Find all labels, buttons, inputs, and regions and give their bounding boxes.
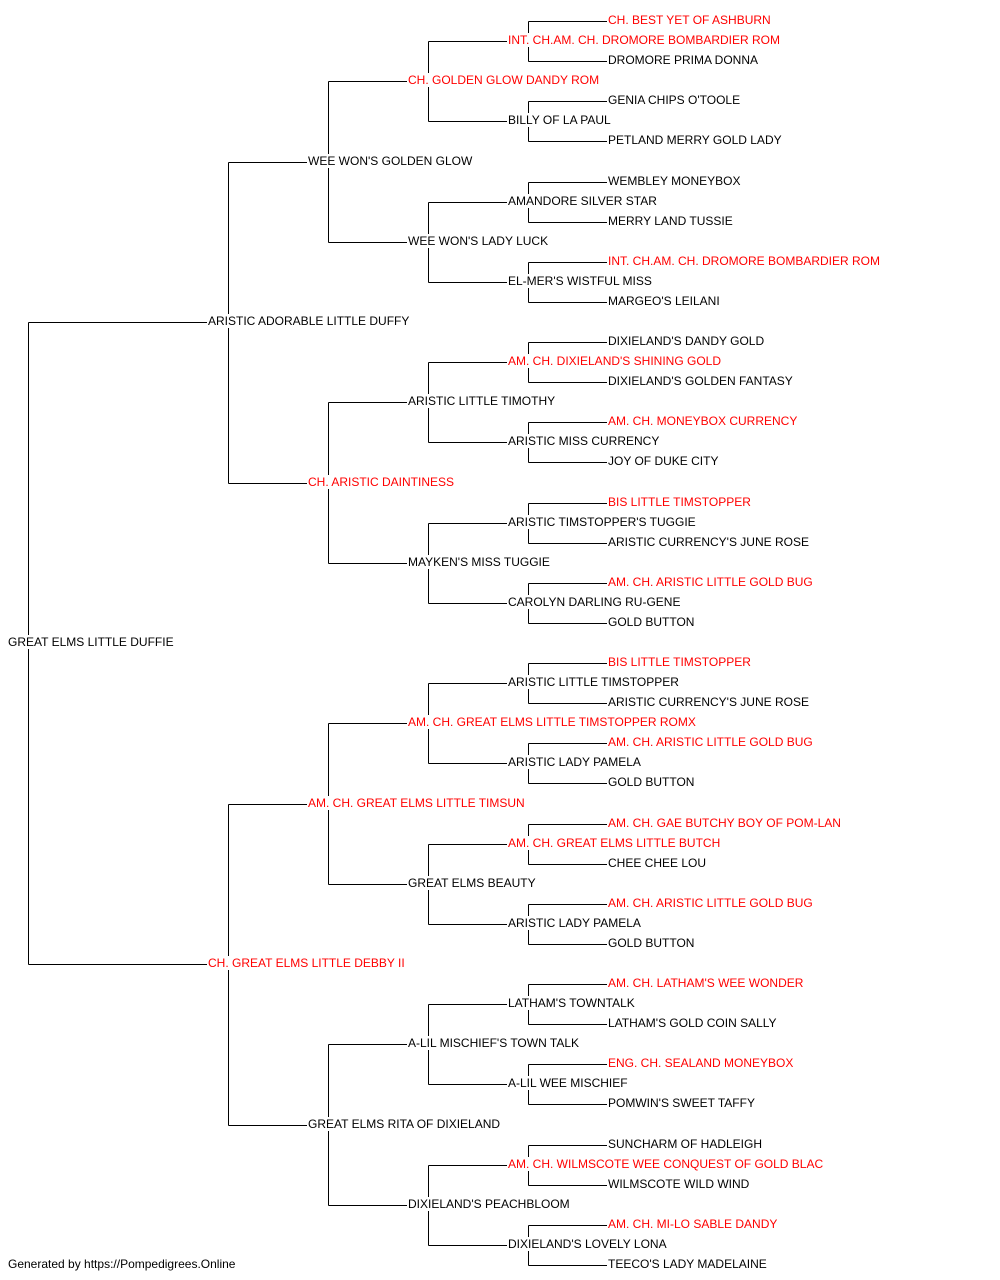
ancestor-name: WEE WON'S GOLDEN GLOW xyxy=(307,154,474,168)
footer-credit: Generated by https://Pompedigrees.Online xyxy=(8,1257,236,1271)
ancestor-name: GOLD BUTTON xyxy=(607,936,696,950)
ancestor-name: BIS LITTLE TIMSTOPPER xyxy=(607,495,752,509)
ancestor-name: SUNCHARM OF HADLEIGH xyxy=(607,1137,764,1151)
ancestor-name: POMWIN'S SWEET TAFFY xyxy=(607,1096,756,1110)
ancestor-name: WEMBLEY MONEYBOX xyxy=(607,174,742,188)
ancestor-name: ARISTIC LITTLE TIMOTHY xyxy=(407,394,557,408)
ancestor-name: CH. GOLDEN GLOW DANDY ROM xyxy=(407,73,601,87)
ancestor-name: JOY OF DUKE CITY xyxy=(607,454,720,468)
ancestor-name: CH. BEST YET OF ASHBURN xyxy=(607,13,772,27)
ancestor-name: WILMSCOTE WILD WIND xyxy=(607,1177,751,1191)
ancestor-name: ARISTIC LADY PAMELA xyxy=(507,916,642,930)
ancestor-name: AM. CH. GREAT ELMS LITTLE TIMSUN xyxy=(307,796,526,810)
ancestor-name: AM. CH. MONEYBOX CURRENCY xyxy=(607,414,799,428)
ancestor-name: LATHAM'S GOLD COIN SALLY xyxy=(607,1016,778,1030)
ancestor-name: ENG. CH. SEALAND MONEYBOX xyxy=(607,1056,795,1070)
ancestor-name: CAROLYN DARLING RU-GENE xyxy=(507,595,682,609)
ancestor-name: INT. CH.AM. CH. DROMORE BOMBARDIER ROM xyxy=(507,33,782,47)
ancestor-name: EL-MER'S WISTFUL MISS xyxy=(507,274,653,288)
ancestor-name: ARISTIC CURRENCY'S JUNE ROSE xyxy=(607,695,810,709)
ancestor-name: AM. CH. GAE BUTCHY BOY OF POM-LAN xyxy=(607,816,842,830)
ancestor-name: A-LIL MISCHIEF'S TOWN TALK xyxy=(407,1036,580,1050)
subject-dog-name: GREAT ELMS LITTLE DUFFIE xyxy=(7,635,175,649)
ancestor-name: ARISTIC TIMSTOPPER'S TUGGIE xyxy=(507,515,697,529)
ancestor-name: DIXIELAND'S LOVELY LONA xyxy=(507,1237,668,1251)
ancestor-name: GREAT ELMS BEAUTY xyxy=(407,876,537,890)
ancestor-name: ARISTIC ADORABLE LITTLE DUFFY xyxy=(207,314,411,328)
ancestor-name: MARGEO'S LEILANI xyxy=(607,294,721,308)
ancestor-name: TEECO'S LADY MADELAINE xyxy=(607,1257,768,1271)
ancestor-name: LATHAM'S TOWNTALK xyxy=(507,996,636,1010)
ancestor-name: DIXIELAND'S GOLDEN FANTASY xyxy=(607,374,794,388)
ancestor-name: PETLAND MERRY GOLD LADY xyxy=(607,133,783,147)
ancestor-name: MAYKEN'S MISS TUGGIE xyxy=(407,555,551,569)
ancestor-name: A-LIL WEE MISCHIEF xyxy=(507,1076,629,1090)
ancestor-name: INT. CH.AM. CH. DROMORE BOMBARDIER ROM xyxy=(607,254,882,268)
ancestor-name: GOLD BUTTON xyxy=(607,775,696,789)
ancestor-name: AM. CH. ARISTIC LITTLE GOLD BUG xyxy=(607,896,814,910)
ancestor-name: GREAT ELMS RITA OF DIXIELAND xyxy=(307,1117,502,1131)
ancestor-name: ARISTIC CURRENCY'S JUNE ROSE xyxy=(607,535,810,549)
ancestor-name: AM. CH. GREAT ELMS LITTLE TIMSTOPPER ROM… xyxy=(407,715,697,729)
ancestor-name: CH. ARISTIC DAINTINESS xyxy=(307,475,456,489)
ancestor-name: CH. GREAT ELMS LITTLE DEBBY II xyxy=(207,956,406,970)
ancestor-name: MERRY LAND TUSSIE xyxy=(607,214,734,228)
ancestor-name: AM. CH. LATHAM'S WEE WONDER xyxy=(607,976,805,990)
ancestor-name: CHEE CHEE LOU xyxy=(607,856,708,870)
ancestor-name: DIXIELAND'S PEACHBLOOM xyxy=(407,1197,571,1211)
ancestor-name: DIXIELAND'S DANDY GOLD xyxy=(607,334,766,348)
ancestor-name: ARISTIC MISS CURRENCY xyxy=(507,434,661,448)
ancestor-name: ARISTIC LADY PAMELA xyxy=(507,755,642,769)
ancestor-name: GOLD BUTTON xyxy=(607,615,696,629)
ancestor-name: GENIA CHIPS O'TOOLE xyxy=(607,93,742,107)
ancestor-name: AMANDORE SILVER STAR xyxy=(507,194,658,208)
ancestor-name: BIS LITTLE TIMSTOPPER xyxy=(607,655,752,669)
ancestor-name: AM. CH. ARISTIC LITTLE GOLD BUG xyxy=(607,735,814,749)
ancestor-name: AM. CH. DIXIELAND'S SHINING GOLD xyxy=(507,354,722,368)
ancestor-name: BILLY OF LA PAUL xyxy=(507,113,612,127)
ancestor-name: WEE WON'S LADY LUCK xyxy=(407,234,550,248)
ancestor-name: AM. CH. WILMSCOTE WEE CONQUEST OF GOLD B… xyxy=(507,1157,825,1171)
ancestor-name: ARISTIC LITTLE TIMSTOPPER xyxy=(507,675,680,689)
ancestor-name: AM. CH. GREAT ELMS LITTLE BUTCH xyxy=(507,836,722,850)
ancestor-name: AM. CH. ARISTIC LITTLE GOLD BUG xyxy=(607,575,814,589)
ancestor-name: DROMORE PRIMA DONNA xyxy=(607,53,760,67)
ancestor-name: AM. CH. MI-LO SABLE DANDY xyxy=(607,1217,779,1231)
